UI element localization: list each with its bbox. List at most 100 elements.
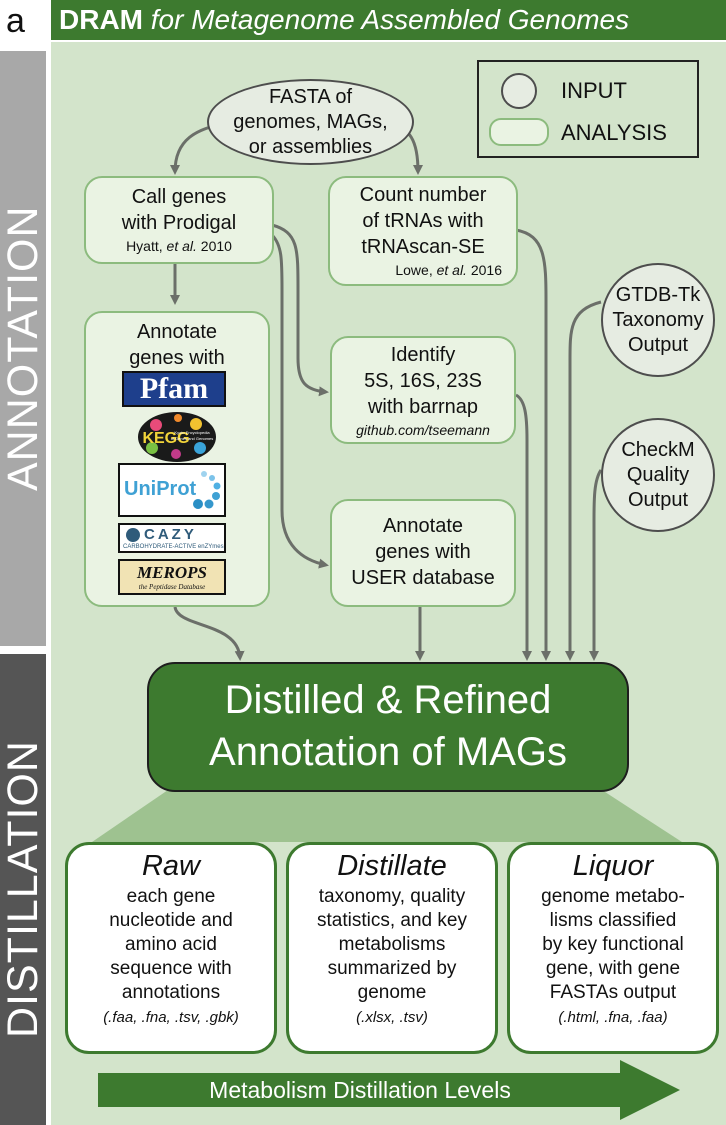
- legend-input-label: INPUT: [561, 78, 627, 103]
- level-liquor-extensions: (.html, .fna, .faa): [558, 1009, 668, 1026]
- trnascan-line-1: Count number: [359, 184, 487, 206]
- flow-connectors: [170, 120, 603, 661]
- distillation-levels-arrow: [98, 1060, 680, 1120]
- cazy-logo: CAZY CARBOHYDRATE-ACTIVE enZYmes: [118, 523, 226, 553]
- header-title-italic: for Metagenome Assembled Genomes: [150, 4, 630, 35]
- user-database-node: Annotate genes with USER database: [330, 499, 516, 607]
- legend: INPUT ANALYSIS: [477, 60, 699, 158]
- kegg-logo: KEGG Kyoto Encyclopedia of Genes and Gen…: [138, 412, 216, 462]
- level-distillate-line-2: statistics, and key: [317, 910, 467, 931]
- cazy-logo-subtitle: CARBOHYDRATE-ACTIVE enZYmes: [123, 544, 224, 550]
- fasta-input-node: FASTA of genomes, MAGs, or assemblies: [207, 79, 414, 165]
- trnascan-line-2: of tRNAs with: [362, 210, 484, 232]
- annotation-sidebar: ANNOTATION: [0, 51, 47, 646]
- uniprot-dots-icon: [193, 471, 221, 509]
- level-distillate-line-3: metabolisms: [338, 934, 446, 955]
- level-liquor-line-4: gene, with gene: [545, 958, 681, 979]
- distillation-sidebar: DISTILLATION: [0, 654, 47, 1125]
- barrnap-citation: github.com/tseemann: [356, 422, 490, 438]
- level-raw-card: Raw each gene nucleotide and amino acid …: [65, 842, 277, 1054]
- level-raw-line-2: nucleotide and: [109, 910, 233, 931]
- uniprot-logo: UniProt: [118, 463, 226, 517]
- gtdb-line-3: Output: [627, 333, 689, 356]
- prodigal-citation: Hyatt, et al. 2010: [86, 236, 272, 256]
- legend-analysis-label: ANALYSIS: [561, 120, 667, 145]
- checkm-line-1: CheckM: [621, 438, 695, 461]
- merops-logo-text: MEROPS: [137, 563, 207, 582]
- connector-trnascan-distilled: [515, 228, 551, 661]
- cazy-logo-text: CAZY: [144, 526, 197, 543]
- checkm-line-3: Output: [627, 488, 689, 511]
- userdb-line-2: genes with: [375, 541, 471, 563]
- level-distillate-line-5: genome: [357, 982, 427, 1003]
- userdb-line-1: Annotate: [382, 515, 464, 537]
- level-raw-title: Raw: [141, 850, 200, 882]
- level-raw-line-5: annotations: [121, 982, 221, 1003]
- barrnap-line-1: Identify: [390, 344, 456, 366]
- connector-prodigal-userdb: [270, 233, 329, 569]
- connector-prodigal-barrnap: [271, 223, 329, 397]
- distillation-funnel: [92, 790, 682, 842]
- trnascan-citation: Lowe, et al. 2016: [330, 260, 516, 280]
- userdb-line-3: USER database: [351, 567, 495, 589]
- barrnap-node: Identify 5S, 16S, 23S with barrnap githu…: [330, 336, 516, 444]
- level-raw-line-1: each gene: [126, 886, 216, 907]
- level-liquor-line-3: by key functional: [542, 934, 684, 955]
- cazy-swirl-icon: [126, 528, 140, 542]
- connector-annotate-distilled: [173, 606, 245, 661]
- level-distillate-line-4: summarized by: [327, 958, 457, 979]
- level-liquor-card: Liquor genome metabo- lisms classified b…: [507, 842, 719, 1054]
- kegg-logo-sub-2: of Genes and Genomes: [171, 436, 213, 441]
- prodigal-line-2: with Prodigal: [121, 212, 237, 234]
- annotate-line-1: Annotate: [136, 321, 218, 343]
- fasta-line-3: or assemblies: [248, 135, 373, 158]
- level-raw-line-3: amino acid: [125, 934, 217, 955]
- distilled-line-1: Distilled & Refined: [224, 678, 552, 722]
- level-raw-extensions: (.faa, .fna, .tsv, .gbk): [103, 1009, 239, 1026]
- connector-gtdb-distilled: [565, 300, 602, 661]
- level-raw-line-4: sequence with: [110, 958, 232, 979]
- level-distillate-extensions: (.xlsx, .tsv): [356, 1009, 428, 1026]
- gtdb-input-node: GTDB-Tk Taxonomy Output: [601, 263, 715, 377]
- barrnap-line-3: with barrnap: [367, 396, 479, 418]
- trnascan-cite-etal: et al.: [436, 262, 467, 278]
- distilled-line-2: Annotation of MAGs: [209, 730, 567, 774]
- distillation-levels-label: Metabolism Distillation Levels: [209, 1077, 511, 1103]
- prodigal-line-1: Call genes: [131, 186, 227, 208]
- kegg-logo-sub-1: Kyoto Encyclopedia: [174, 430, 210, 435]
- prodigal-cite-year: 2010: [196, 238, 232, 254]
- trnascan-node: Count number of tRNAs with tRNAscan-SE L…: [328, 176, 518, 286]
- header-title-bold: DRAM: [59, 4, 143, 35]
- pfam-logo: Pfam: [122, 371, 226, 407]
- level-liquor-title: Liquor: [572, 850, 654, 882]
- level-distillate-card: Distillate taxonomy, quality statistics,…: [286, 842, 498, 1054]
- header-banner: DRAM for Metagenome Assembled Genomes: [51, 0, 726, 40]
- fasta-line-1: FASTA of: [269, 85, 352, 108]
- gtdb-line-1: GTDB-Tk: [615, 283, 701, 306]
- trnascan-cite-year: 2016: [466, 262, 502, 278]
- uniprot-logo-text: UniProt: [124, 478, 197, 500]
- annotate-line-2: genes with: [129, 347, 225, 369]
- merops-logo: MEROPS the Peptidase Database: [118, 559, 226, 595]
- panel-letter: a: [6, 2, 25, 40]
- kegg-logo-text: KEGG: [142, 430, 189, 447]
- connector-checkm-distilled: [589, 469, 603, 661]
- pfam-logo-text: Pfam: [139, 372, 209, 405]
- distilled-annotation-node: Distilled & Refined Annotation of MAGs: [147, 662, 629, 792]
- prodigal-cite-etal: et al.: [166, 238, 197, 254]
- prodigal-cite-author: Hyatt,: [126, 238, 167, 254]
- barrnap-line-2: 5S, 16S, 23S: [364, 370, 482, 392]
- checkm-input-node: CheckM Quality Output: [601, 418, 715, 532]
- level-liquor-line-5: FASTAs output: [549, 982, 677, 1003]
- level-liquor-line-1: genome metabo-: [541, 886, 685, 907]
- level-distillate-line-1: taxonomy, quality: [318, 886, 466, 907]
- legend-analysis-swatch: [489, 118, 549, 146]
- fasta-line-2: genomes, MAGs,: [233, 110, 388, 133]
- legend-input-swatch: [501, 73, 537, 109]
- level-liquor-line-2: lisms classified: [549, 910, 677, 931]
- trnascan-line-3: tRNAscan-SE: [361, 236, 485, 258]
- merops-logo-subtitle: the Peptidase Database: [138, 583, 206, 591]
- trnascan-cite-author: Lowe,: [395, 262, 437, 278]
- checkm-line-2: Quality: [626, 463, 690, 486]
